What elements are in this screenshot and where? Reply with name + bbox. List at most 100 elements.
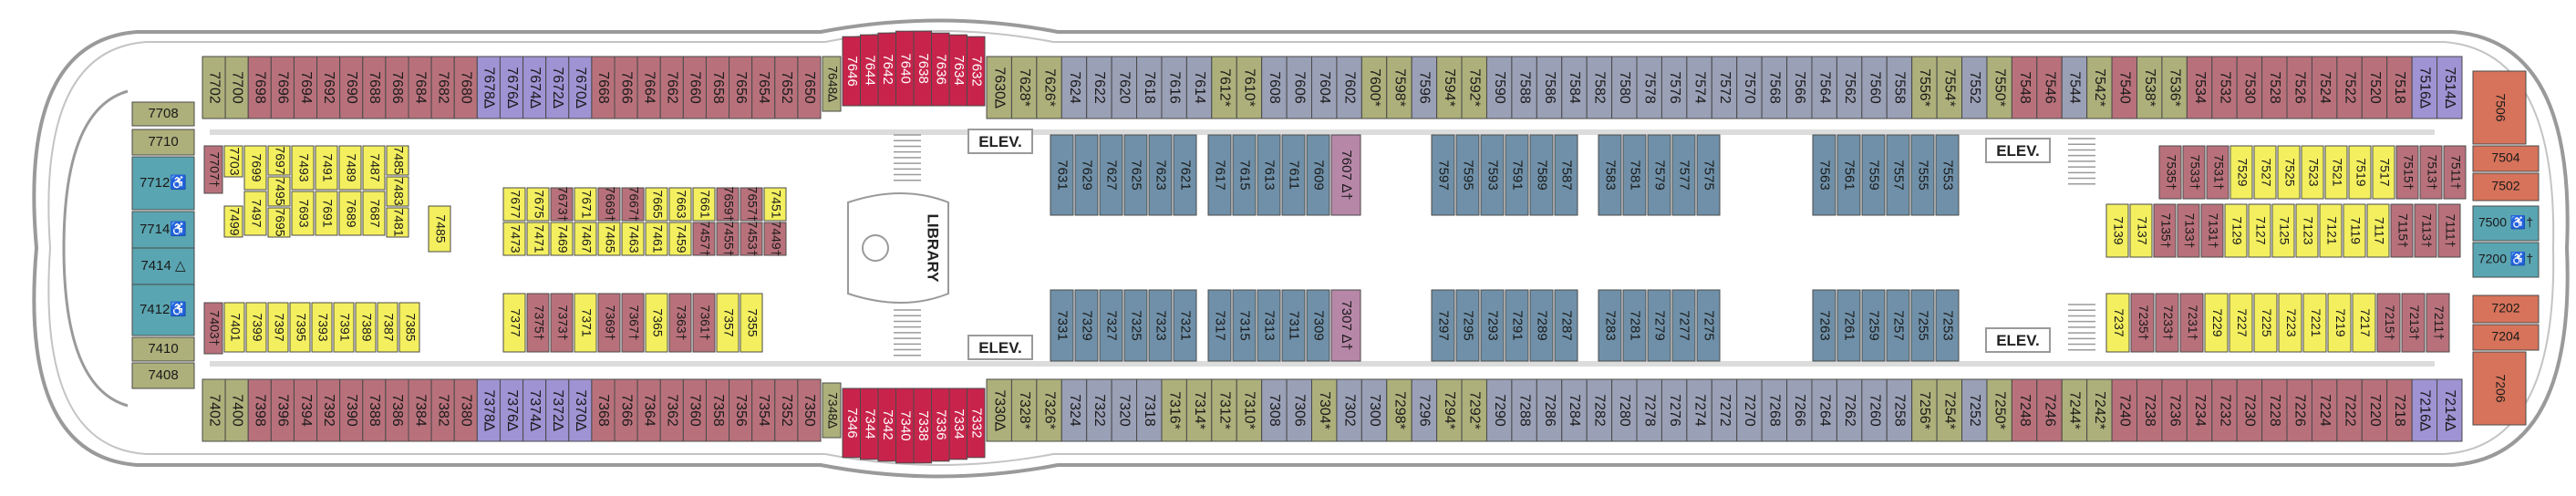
cabin-number: 7451 (769, 190, 783, 218)
cabin-7309: 7309 (1306, 289, 1330, 362)
cabin-box (2343, 203, 2366, 258)
hull-inner-outline (47, 30, 2555, 466)
cabin-7608: 7608 (1261, 56, 1288, 119)
cabin-number: 7465 (603, 224, 617, 253)
cabin-box (2386, 56, 2413, 119)
cabin-box (636, 378, 661, 442)
cabin-box (1911, 56, 1938, 119)
cabin-7330: 7330∆ (986, 378, 1012, 442)
cabin-number: 7576 (1667, 71, 1682, 104)
cabin-number: 7559 (1867, 160, 1882, 190)
cabin-7526: 7526 (2286, 56, 2312, 119)
cabin-7596: 7596 (1411, 56, 1438, 119)
cabin-box (2311, 378, 2338, 442)
cabin-7528: 7528 (2261, 56, 2288, 119)
cabin-box (568, 56, 593, 119)
cabin-number: 7217 (2358, 308, 2373, 336)
cabin-box (289, 302, 311, 353)
cabin-number: 7491 (320, 153, 335, 181)
cabin-number: 7276 (1667, 394, 1682, 427)
cabin-box (2011, 56, 2038, 119)
cabin-7698: 7698 (247, 56, 272, 119)
cabin-7453: 7453† (740, 222, 763, 256)
cabin-box (2327, 293, 2352, 353)
cabin-number: 7699 (249, 153, 264, 181)
cabin-number: 7481 (391, 208, 406, 236)
cabin-number: 7587 (1559, 160, 1575, 190)
cabin-number: 7600* (1367, 68, 1382, 107)
cabin-box (1455, 289, 1480, 362)
cabin-box (2472, 294, 2540, 324)
cabin-box (270, 56, 295, 119)
cabin-box (1455, 134, 1480, 216)
cabin-box (1360, 56, 1388, 119)
cabin-7536: 7536* (2161, 56, 2188, 119)
cabin-7661: 7661 (692, 187, 716, 222)
cabin-7576: 7576 (1660, 56, 1688, 119)
cabin-box (1935, 134, 1960, 216)
cabin-box (2061, 378, 2088, 442)
cabin-7211: 7211† (2426, 293, 2450, 353)
cabin-7352: 7352 (774, 378, 799, 442)
cabin-box (716, 187, 740, 222)
cabin-box (1136, 378, 1163, 442)
cabin-number: 7692 (321, 71, 336, 104)
cabin-box (131, 129, 195, 156)
cabin-7233: 7233† (2155, 293, 2179, 353)
cabin-7469: 7469 (550, 222, 574, 256)
cabin-7244: 7244* (2061, 378, 2088, 442)
cabin-box (1812, 289, 1836, 362)
cabin-number: 7598* (1391, 68, 1407, 107)
cabin-box (2348, 145, 2372, 200)
cabin-number: 7306 (1292, 394, 1308, 427)
cabin-number: 7111† (2443, 214, 2457, 248)
cabin-7121: 7121 (2319, 203, 2343, 258)
cabin-box (751, 378, 776, 442)
cabin-number: 7412♿ (140, 301, 187, 317)
cabin-box (1010, 378, 1038, 442)
cabin-7300: 7300 (1360, 378, 1388, 442)
cabin-number: 7117 (2372, 217, 2386, 244)
cabin-7650: 7650 (797, 56, 822, 119)
cabin-number: 7216∆ (2417, 389, 2433, 431)
cabin-number: 7538* (2142, 68, 2157, 107)
cabin-box (223, 145, 243, 178)
cabin-7348: 7348∆ (822, 382, 842, 439)
cabin-number: 7669† (603, 187, 617, 222)
cabin-number: 7304* (1317, 391, 1332, 429)
cabin-number: 7620 (1117, 71, 1133, 104)
cabin-7293: 7293 (1480, 289, 1505, 362)
cabin-box (2472, 242, 2540, 278)
cabin-number: 7678∆ (481, 67, 497, 108)
cabin-number: 7377 (508, 308, 522, 336)
cabin-number: 7327 (1104, 310, 1120, 340)
cabin-box (1386, 56, 1412, 119)
cabin-number: 7670∆ (573, 67, 588, 108)
cabin-box (2324, 145, 2348, 200)
cabin-number: 7520 (2367, 71, 2383, 104)
cabin-box (967, 36, 986, 107)
cabin-7227: 7227 (2229, 293, 2253, 353)
cabin-number: 7253 (1940, 310, 1956, 340)
cabin-box (247, 56, 272, 119)
cabin-box (267, 145, 291, 176)
cabin-number: 7257 (1891, 310, 1907, 340)
cabin-box (668, 222, 692, 256)
cabin-number: 7613 (1262, 160, 1278, 190)
cabin-number: 7691 (320, 199, 335, 227)
cabin-7700: 7700 (224, 56, 249, 119)
cabin-box (131, 101, 195, 127)
cabin-7382: 7382 (430, 378, 455, 442)
cabin-number: 7642 (880, 54, 895, 84)
cabin-number: 7523 (2306, 158, 2321, 186)
cabin-7113: 7113† (2414, 203, 2437, 258)
cabin-box (339, 378, 364, 442)
cabin-number: 7622 (1091, 71, 1107, 104)
cabin-7234: 7234 (2186, 378, 2213, 442)
cabin-number: 7525 (2282, 158, 2297, 186)
cabin-7248: 7248 (2011, 378, 2038, 442)
cabin-7220: 7220 (2361, 378, 2388, 442)
cabin-number: 7604 (1317, 71, 1332, 104)
cabin-7665: 7665 (645, 187, 668, 222)
